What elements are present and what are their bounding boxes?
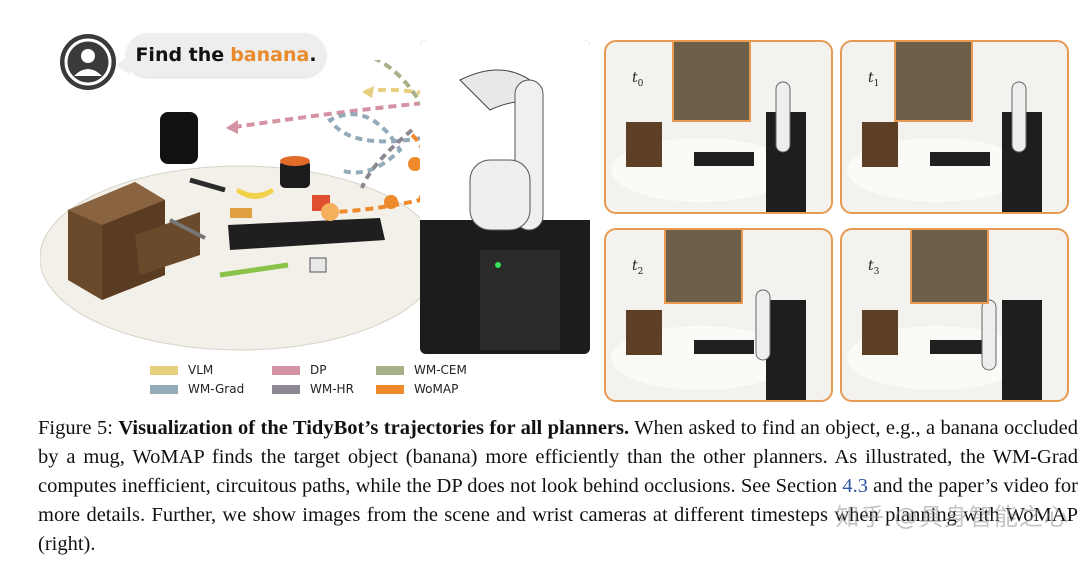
legend-swatch <box>150 384 178 394</box>
legend-item-wm-cem: WM-CEM <box>376 363 467 377</box>
robot-photo <box>420 40 590 354</box>
keyboard <box>228 218 385 250</box>
scene-camera-image <box>847 299 1042 400</box>
trajectory-wm-hr <box>360 128 414 189</box>
caption-title: Visualization of the TidyBot’s trajector… <box>118 417 630 439</box>
timestep-panel-t3: t3 <box>840 228 1069 402</box>
user-avatar-icon <box>60 34 116 90</box>
figure-caption: Figure 5: Visualization of the TidyBot’s… <box>38 414 1078 559</box>
timestep-panel-t2: t2 <box>604 228 833 402</box>
orange-mug <box>280 160 310 188</box>
panel-label: t1 <box>868 70 880 89</box>
trajectory-dp <box>227 100 436 130</box>
legend-item-wm-grad: WM-Grad <box>150 382 244 396</box>
banana <box>236 188 274 199</box>
legend-label: WM-HR <box>310 382 354 396</box>
scene-camera-image <box>611 81 806 212</box>
legend-item-womap: WoMAP <box>376 382 458 396</box>
legend-item-vlm: VLM <box>150 363 213 377</box>
timestep-panel-t1: t1 <box>840 40 1069 214</box>
legend-swatch <box>376 365 404 375</box>
legend-swatch <box>150 365 178 375</box>
section-ref-link[interactable]: 4.3 <box>842 475 868 497</box>
wrist-camera-image <box>672 42 751 122</box>
legend-label: WoMAP <box>414 382 459 396</box>
panel-label: t0 <box>632 70 644 89</box>
caption-text-2: and the paper’s video for more details. … <box>38 475 1079 555</box>
legend-item-dp: DP <box>272 363 326 377</box>
query-suffix: . <box>309 44 317 66</box>
figure-label: Figure 5: <box>38 417 113 439</box>
query-prefix: Find the <box>135 44 225 66</box>
panel-label: t3 <box>868 258 880 277</box>
timestep-panel-t0: t0 <box>604 40 833 214</box>
caption-text-1: When asked to find an object, e.g., a ba… <box>38 417 1079 497</box>
black-mug <box>160 112 198 164</box>
legend-swatch <box>272 365 300 375</box>
panel-label: t2 <box>632 258 644 277</box>
legend-item-wm-hr: WM-HR <box>272 382 354 396</box>
planner-legend: VLM DP WM-CEM WM-Grad WM-HR WoMAP <box>150 363 490 403</box>
query-target: banana <box>230 44 310 66</box>
legend-label: VLM <box>188 363 214 377</box>
watermark: 知乎 @具身智能之心 <box>835 503 1069 531</box>
wrist-camera-image <box>664 230 743 304</box>
legend-label: WM-Grad <box>188 382 245 396</box>
legend-label: DP <box>310 363 327 377</box>
wrist-camera-image <box>894 42 973 122</box>
wrist-camera-image <box>910 230 989 304</box>
legend-label: WM-CEM <box>414 363 467 377</box>
scene-camera-image <box>847 81 1042 212</box>
legend-swatch <box>272 384 300 394</box>
legend-swatch <box>376 384 404 394</box>
scene-camera-image <box>611 289 806 400</box>
